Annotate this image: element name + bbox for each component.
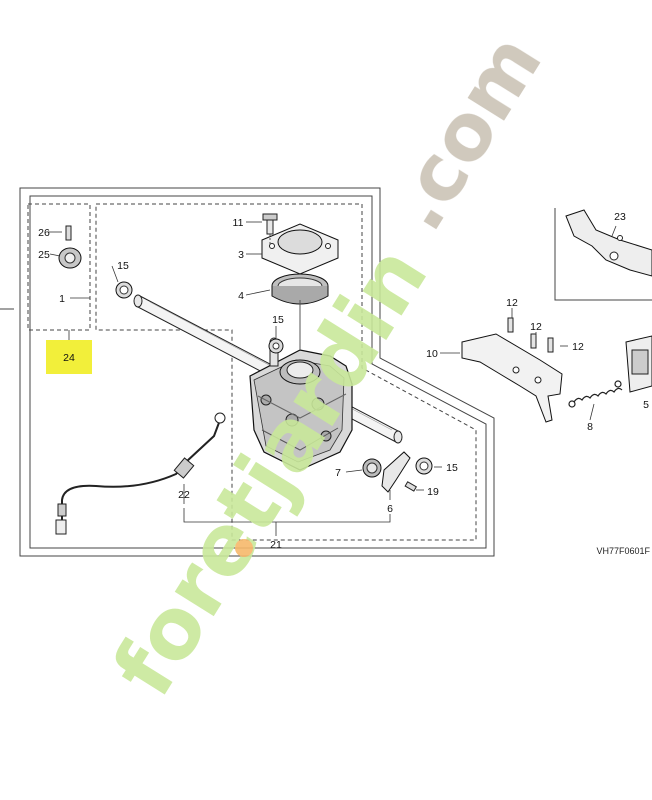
label-part-26: 26 <box>38 227 50 239</box>
assembly-frames <box>0 187 652 557</box>
part-23 <box>565 209 652 277</box>
bolts-part-12 <box>507 317 554 353</box>
label-part-19: 19 <box>427 486 439 498</box>
bracket-part-10 <box>461 333 563 423</box>
label-part-1: 1 <box>59 293 65 305</box>
transmission-housing <box>249 337 353 471</box>
bolt-part-11 <box>262 213 278 235</box>
label-part-15-b: 15 <box>272 314 284 326</box>
label-part-21: 21 <box>270 539 282 551</box>
label-part-22: 22 <box>178 489 190 501</box>
part-5 <box>625 335 652 393</box>
cover-part-3 <box>261 223 339 275</box>
frame-subgroup <box>95 203 477 541</box>
leader-lines <box>48 221 617 536</box>
label-part-15-a: 15 <box>117 260 129 272</box>
highlight-kit-24 <box>46 340 92 374</box>
label-part-15-c: 15 <box>446 462 458 474</box>
label-part-12-c: 12 <box>572 341 584 353</box>
label-part-12-b: 12 <box>530 321 542 333</box>
label-part-24: 24 <box>63 352 75 364</box>
label-part-5: 5 <box>643 399 649 411</box>
pin-part-19 <box>404 481 418 492</box>
label-part-8: 8 <box>587 421 593 433</box>
label-part-11: 11 <box>233 217 244 229</box>
bearing-part-15-upper <box>268 338 284 354</box>
figure-code: VH77F0601F <box>596 546 650 556</box>
label-part-4: 4 <box>238 290 244 302</box>
frame-top-right <box>554 208 652 301</box>
label-part-12-a: 12 <box>506 297 518 309</box>
frame-kit-24 <box>27 203 91 331</box>
frame-inner <box>29 195 487 549</box>
frame-outer <box>19 187 495 557</box>
label-part-25: 25 <box>38 249 50 261</box>
pin-part-26 <box>65 225 72 241</box>
watermark-grey-text: .com <box>372 20 560 246</box>
label-part-23: 23 <box>614 211 626 223</box>
spring-part-8 <box>568 380 623 408</box>
gasket-part-4 <box>271 273 329 305</box>
cable-part-22 <box>55 412 226 535</box>
label-part-10: 10 <box>426 348 438 360</box>
part-labels: 1 3 4 5 6 7 8 10 11 12 12 12 15 15 15 19… <box>38 211 650 556</box>
lever-part-6 <box>381 451 411 493</box>
spring-part-7 <box>362 458 382 478</box>
label-part-7: 7 <box>335 467 341 479</box>
bearing-part-15-right <box>415 457 433 475</box>
seal-part-25 <box>58 247 82 269</box>
label-part-3: 3 <box>238 249 244 261</box>
watermark-orange-dot <box>235 539 253 557</box>
bearing-part-15-left <box>115 281 133 299</box>
label-part-6: 6 <box>387 503 393 515</box>
